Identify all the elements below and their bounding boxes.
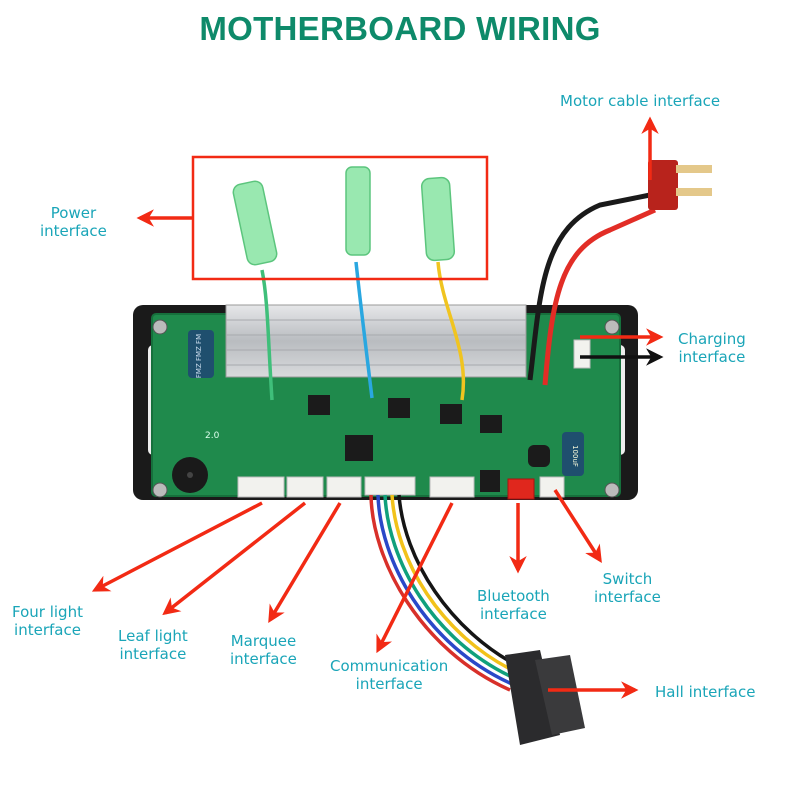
ic-chips: [308, 395, 550, 492]
bluetooth-connector: [507, 478, 535, 500]
leaf-light-arrow: [162, 501, 307, 616]
hall-cable: [369, 494, 519, 692]
four-light-arrow: [91, 501, 263, 592]
capacitor-left: FMZ FMZ FM: [188, 330, 214, 378]
motor-cable-label: Motor cable interface: [560, 92, 721, 110]
annotation-arrows: [91, 116, 664, 699]
hall-interface-label: Hall interface: [655, 683, 756, 701]
hall-connector: [429, 476, 475, 498]
page-title: MOTHERBOARD WIRING: [199, 10, 601, 47]
four-light-connector: [237, 476, 285, 498]
communication-arrow: [376, 502, 454, 654]
motor-cable: [527, 192, 657, 386]
switch-connector: [539, 476, 565, 498]
svg-text:100uF: 100uF: [571, 445, 579, 467]
capacitor-right: 100uF: [562, 432, 584, 476]
switch-arrow: [553, 489, 602, 563]
communication-connector: [364, 476, 416, 496]
heatsink: [225, 304, 527, 378]
hall-connector-plug: [505, 650, 585, 745]
marquee-arrow: [268, 502, 342, 624]
power-terminals: [232, 166, 456, 266]
marquee-connector: [326, 476, 362, 498]
leaf-light-connector: [286, 476, 324, 498]
motor-t-plug: [648, 160, 712, 210]
silk-marking: 2.0: [205, 431, 220, 441]
charging-connector: [573, 339, 591, 369]
svg-text:FMZ FMZ FM: FMZ FMZ FM: [195, 334, 203, 378]
connectors-bottom: [237, 339, 591, 500]
